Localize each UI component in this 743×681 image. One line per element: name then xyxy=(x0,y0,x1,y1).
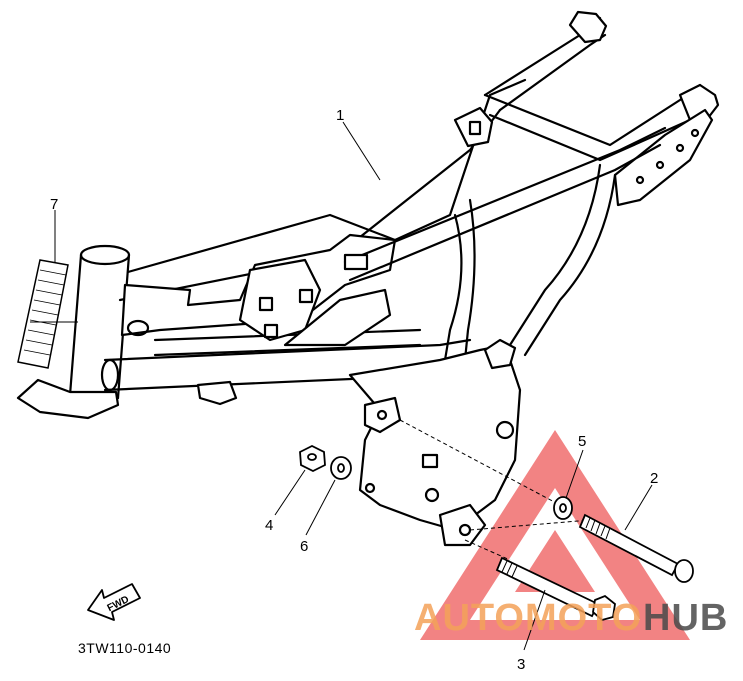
leader-6 xyxy=(305,479,336,536)
leader-2 xyxy=(624,484,653,531)
fwd-arrow-shape xyxy=(87,583,141,621)
callout-3: 3 xyxy=(517,656,525,673)
leader-lines xyxy=(30,121,653,651)
assembly-lines xyxy=(399,419,591,561)
assembly-line-3 xyxy=(464,539,511,561)
pivot-plate-block xyxy=(421,453,439,469)
watermark-part1: AUTOMOTO xyxy=(414,597,642,639)
bracket-block-4 xyxy=(343,253,369,271)
upper-rear-tab-block xyxy=(468,120,482,136)
steering-head-top xyxy=(79,244,131,266)
rear-plate-hole-3 xyxy=(675,143,685,153)
part-7-decal xyxy=(17,259,69,369)
top-mount-tab xyxy=(483,338,517,370)
callout-1: 1 xyxy=(336,107,344,124)
bolt-2-thread xyxy=(585,517,611,540)
callout-2: 2 xyxy=(650,470,658,487)
front-bracket xyxy=(16,378,120,420)
steering-head-tube xyxy=(68,253,131,400)
decal-strip xyxy=(17,259,69,369)
rear-side-plate xyxy=(613,108,714,207)
collar-hole xyxy=(559,503,567,513)
leader-5 xyxy=(565,449,584,499)
part-6-washer xyxy=(330,456,352,480)
rear-loop-right xyxy=(508,163,617,357)
leader-1 xyxy=(342,121,381,181)
pivot-plate-hole-2 xyxy=(424,487,440,503)
side-stand-hole xyxy=(376,409,388,421)
part-4-nut xyxy=(299,444,326,473)
callout-4: 4 xyxy=(265,517,273,534)
rear-plate-hole-1 xyxy=(635,175,645,185)
motorcycle-frame xyxy=(16,10,720,547)
part-5-collar xyxy=(553,496,573,520)
diagonal-tube xyxy=(343,126,667,282)
nut-hole xyxy=(307,453,317,461)
callout-6: 6 xyxy=(300,538,308,555)
rear-tip xyxy=(568,10,608,44)
bolt-2-shank xyxy=(578,513,680,577)
side-stand-tab xyxy=(363,396,402,434)
part-2-bolt xyxy=(578,513,694,583)
diagram-code: 3TW110-0140 xyxy=(78,640,171,656)
leader-7 xyxy=(30,210,78,323)
front-lower-tab xyxy=(196,380,238,406)
callout-7: 7 xyxy=(50,196,58,213)
bolt-3-shank xyxy=(495,556,600,618)
rear-plate-hole-2 xyxy=(655,160,665,170)
rear-downtube xyxy=(443,198,476,362)
rear-plate-hole-4 xyxy=(690,128,700,138)
bolt-3-head xyxy=(592,594,616,621)
watermark-text: AUTOMOTO HUB xyxy=(414,597,728,639)
assembly-line-5 xyxy=(399,419,561,506)
callout-5: 5 xyxy=(578,433,586,450)
part-3-bolt xyxy=(495,556,616,621)
leader-3 xyxy=(523,589,546,651)
bracket-block-2 xyxy=(263,323,279,339)
watermark-part2: HUB xyxy=(643,597,728,639)
washer-hole xyxy=(337,463,345,473)
pivot-plate-hole-3 xyxy=(364,482,376,494)
bracket-block-1 xyxy=(258,296,274,312)
cradle-end xyxy=(100,358,120,392)
engine-bracket-center xyxy=(283,288,392,347)
assembly-line-2 xyxy=(469,519,591,531)
pivot-plate-hole-1 xyxy=(495,420,515,440)
leader-4 xyxy=(274,469,306,516)
bracket-block-3 xyxy=(298,288,314,304)
bolt-2-head xyxy=(674,559,694,583)
gusset-hole xyxy=(126,319,150,337)
bolt-3-thread xyxy=(501,560,518,578)
pivot-plate xyxy=(348,343,522,532)
fwd-arrow: FWD xyxy=(87,583,141,621)
